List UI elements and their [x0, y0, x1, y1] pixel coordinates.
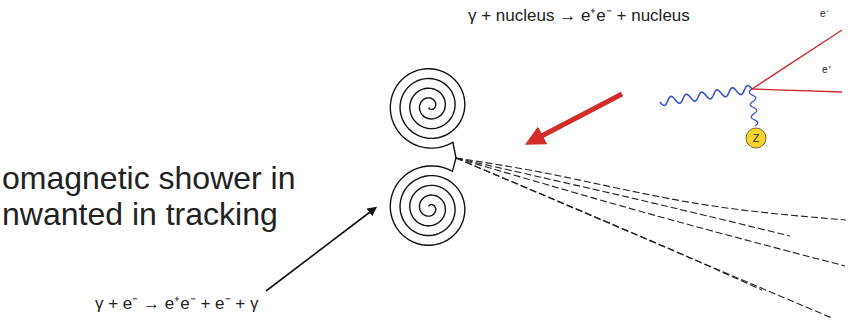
nucleus-circle: Z: [745, 127, 767, 149]
spiral-track: [390, 158, 465, 245]
particle-track: [456, 158, 790, 236]
particle-track: [456, 158, 845, 266]
nucleus-label: Z: [745, 127, 767, 149]
particle-track: [456, 158, 832, 318]
reaction-equation: γ + e⁻ → e⁺e⁻ + e⁻ + γ: [95, 294, 258, 314]
photon-line: [660, 86, 752, 106]
nucleus-circle: [746, 128, 766, 148]
slide-text: nwanted in tracking: [2, 196, 278, 233]
electron-line: [752, 89, 842, 92]
particle-track: [456, 158, 762, 290]
electron-line: [752, 30, 842, 89]
particle-label: e⁺: [822, 64, 831, 76]
pointer-arrow: [532, 94, 622, 141]
particle-label: e⁻: [820, 8, 829, 20]
particle-track: [456, 158, 846, 220]
reaction-equation: γ + nucleus → e⁺e⁻ + nucleus: [468, 6, 690, 26]
particle-tracks: [390, 69, 846, 318]
photon-line: [749, 89, 757, 126]
slide-text: omagnetic shower in: [2, 160, 295, 197]
spiral-track: [390, 69, 464, 158]
nucleus-label: Z: [753, 132, 760, 144]
feynman-diagram: [660, 30, 842, 126]
pointer-arrow: [266, 209, 374, 291]
